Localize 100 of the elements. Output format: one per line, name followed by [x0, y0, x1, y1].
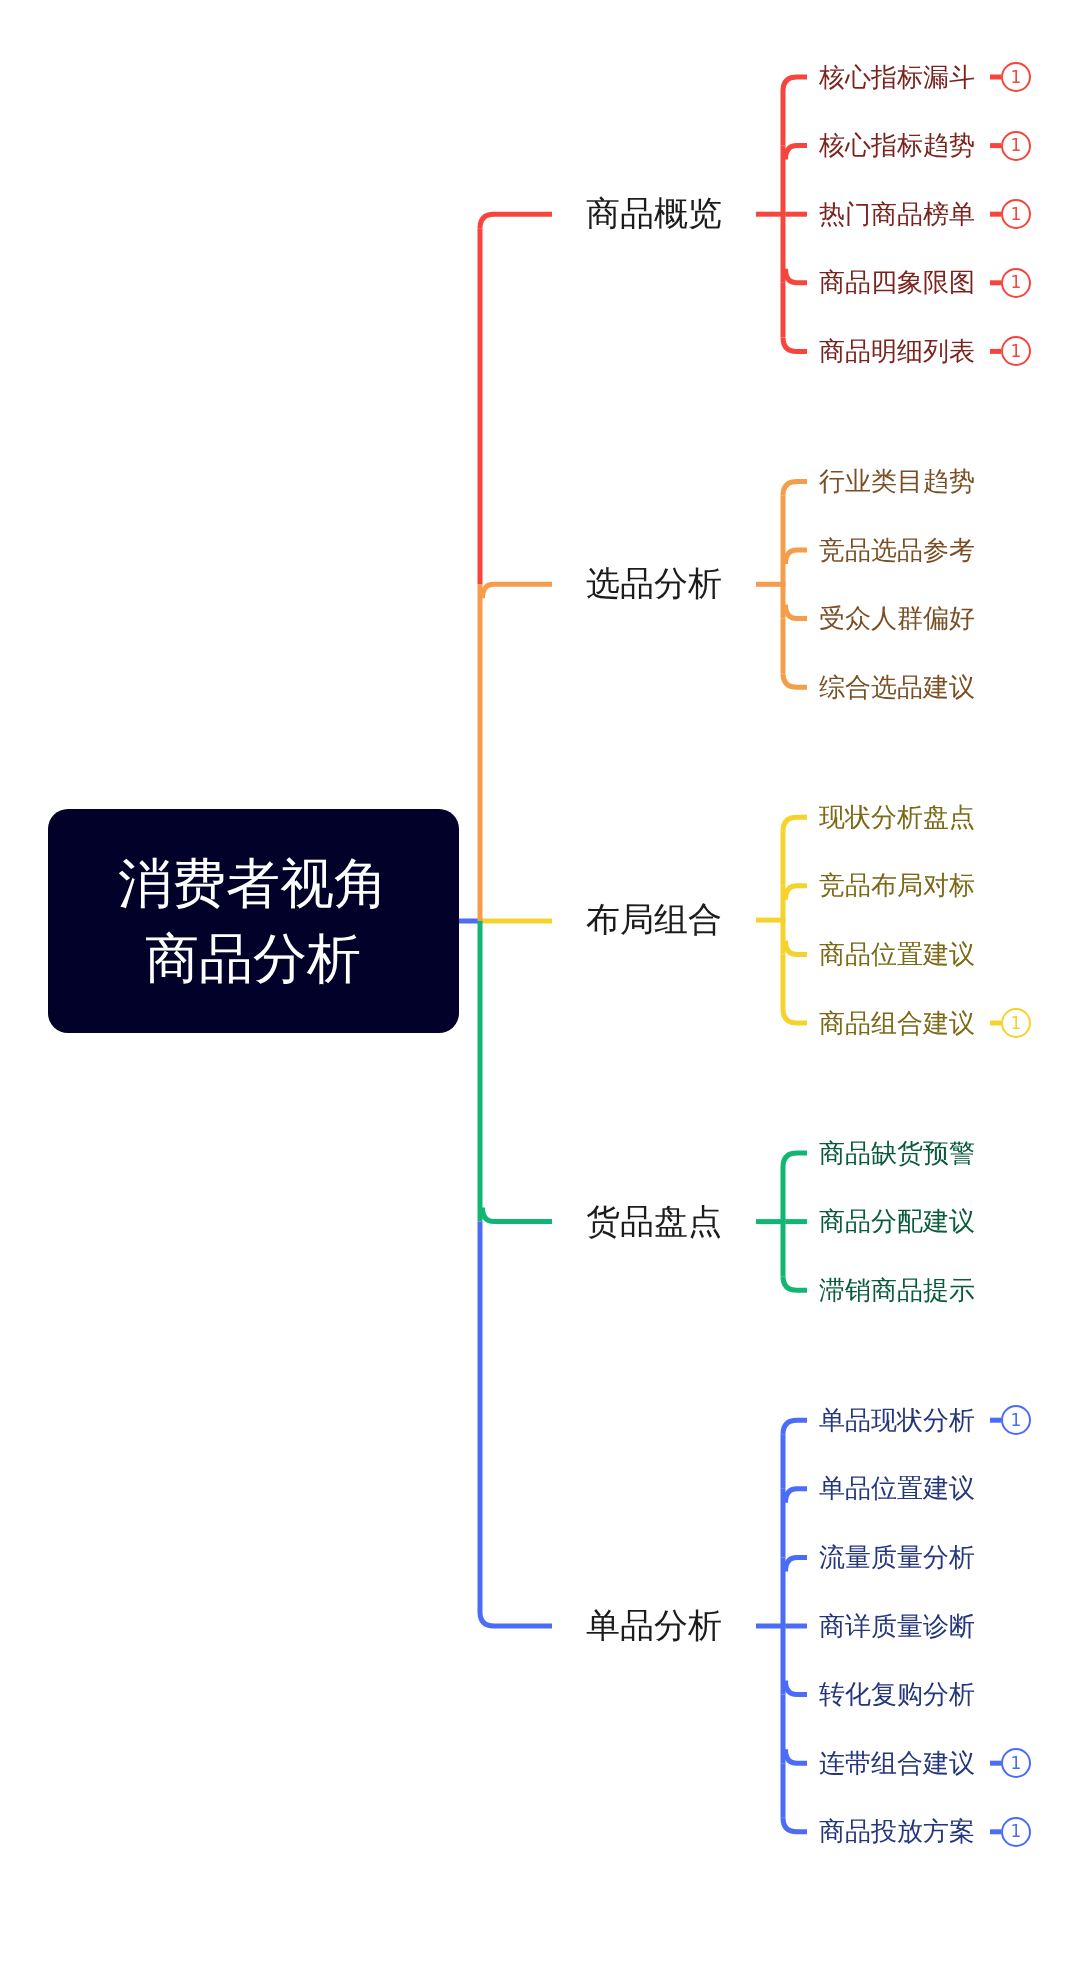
connector-line	[783, 883, 807, 900]
connector-line	[783, 1486, 807, 1503]
connector-line	[780, 478, 807, 496]
connector-line	[780, 91, 786, 146]
connector-line	[477, 921, 483, 1222]
count-circle: 1	[1001, 1816, 1031, 1847]
connector-line	[780, 954, 786, 1009]
subtopic-label: 受众人群偏好	[807, 596, 990, 641]
connector-line	[480, 581, 552, 599]
connector-line	[785, 1623, 807, 1629]
connector-line	[780, 1276, 807, 1293]
subtopic-label: 热门商品榜单	[807, 192, 990, 237]
branch-topic: 选品分析	[552, 558, 756, 611]
subtopic-label: 单品现状分析	[807, 1398, 990, 1443]
connector-line	[480, 1207, 552, 1225]
connector-line	[780, 1434, 786, 1489]
connector-line	[780, 920, 786, 955]
connector-line	[780, 550, 786, 585]
connector-line	[482, 918, 552, 924]
subtopic-label: 连带组合建议	[807, 1741, 990, 1786]
connector-line	[990, 280, 1001, 286]
connector-line	[780, 1817, 807, 1835]
connector-line	[783, 1680, 807, 1698]
connector-line	[783, 1749, 807, 1766]
connector-line	[780, 282, 786, 338]
subtopic-label: 商品组合建议	[807, 1001, 990, 1045]
connector-line	[780, 1417, 807, 1435]
connector-line	[780, 74, 807, 92]
connector-line	[780, 618, 786, 674]
subtopic-label: 商品位置建议	[807, 932, 990, 977]
connector-line	[477, 1611, 552, 1629]
subtopic-label: 商品明细列表	[807, 329, 990, 374]
subtopic-label: 综合选品建议	[807, 665, 990, 710]
connector-line	[990, 1829, 1001, 1835]
connector-line	[780, 1221, 786, 1277]
connector-line	[780, 584, 786, 619]
count-circle: 1	[1001, 62, 1031, 92]
connector-line	[990, 143, 1001, 149]
connector-line	[780, 1763, 786, 1818]
subtopic-label: 滞销商品提示	[807, 1268, 990, 1313]
subtopic-label: 竞品选品参考	[807, 528, 990, 572]
subtopic-label: 流量质量分析	[807, 1535, 990, 1580]
subtopic-label: 商品缺货预警	[807, 1131, 990, 1175]
connector-line	[783, 268, 807, 286]
connector-line	[990, 211, 1001, 217]
subtopic-label: 竞品布局对标	[807, 863, 990, 908]
central-topic-text: 消费者视角商品分析	[117, 850, 390, 992]
connector-line	[780, 1557, 786, 1626]
connector-line	[785, 1219, 807, 1225]
subtopic-label: 商品分配建议	[807, 1199, 990, 1244]
connector-line	[780, 1626, 786, 1695]
subtopic-label: 核心指标漏斗	[807, 55, 990, 99]
connector-line	[780, 673, 807, 690]
subtopic-label: 行业类目趋势	[807, 459, 990, 504]
subtopic-label: 商详质量诊断	[807, 1604, 990, 1648]
connector-line	[990, 1417, 1001, 1423]
subtopic-label: 商品四象限图	[807, 260, 990, 305]
subtopic-label: 单品位置建议	[807, 1466, 990, 1511]
connector-line	[780, 885, 786, 921]
count-circle: 1	[1001, 1405, 1031, 1436]
connector-line	[477, 584, 483, 921]
connector-line	[780, 1488, 786, 1558]
connector-line	[477, 211, 552, 229]
connector-line	[783, 604, 807, 622]
connector-line	[780, 1694, 786, 1764]
connector-line	[780, 495, 786, 550]
connector-line	[780, 337, 807, 354]
connector-line	[990, 74, 1001, 80]
connector-line	[783, 1554, 807, 1572]
branch-topic: 布局组合	[552, 894, 756, 947]
count-circle: 1	[1001, 1008, 1031, 1038]
connector-line	[780, 831, 786, 886]
central-topic-box	[48, 809, 459, 1033]
count-circle: 1	[1001, 267, 1031, 298]
connector-line	[477, 1221, 483, 1612]
subtopic-label: 转化复购分析	[807, 1672, 990, 1717]
count-circle: 1	[1001, 199, 1031, 230]
branch-topic: 商品概览	[552, 188, 756, 241]
connector-line	[780, 814, 807, 832]
count-circle: 1	[1001, 1748, 1031, 1779]
count-circle: 1	[1001, 336, 1031, 367]
subtopic-label: 核心指标趋势	[807, 123, 990, 168]
connector-line	[785, 211, 807, 217]
count-circle: 1	[1001, 130, 1031, 161]
subtopic-label: 商品投放方案	[807, 1809, 990, 1854]
connector-line	[783, 143, 807, 160]
branch-topic: 货品盘点	[552, 1195, 756, 1248]
connector-line	[780, 1008, 807, 1026]
connector-line	[780, 214, 786, 283]
connector-line	[780, 1150, 807, 1168]
connector-line	[990, 1760, 1001, 1766]
connector-line	[780, 145, 786, 215]
branch-topic: 单品分析	[552, 1600, 756, 1652]
connector-line	[783, 547, 807, 565]
connector-line	[477, 228, 483, 585]
connector-line	[783, 940, 807, 957]
subtopic-label: 现状分析盘点	[807, 795, 990, 840]
connector-line	[990, 1020, 1001, 1026]
connector-line	[990, 348, 1001, 354]
connector-line	[780, 1167, 786, 1222]
